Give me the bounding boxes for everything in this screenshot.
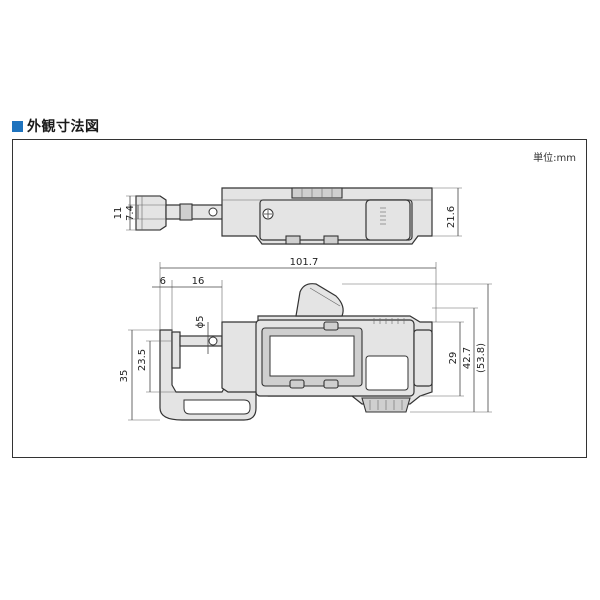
unit-label: 単位:mm [533,153,576,164]
dim-101-7: 101.7 [290,257,319,268]
dim-16: 16 [192,276,205,287]
dim-35: 35 [119,370,130,383]
dim-29: 29 [448,352,459,365]
drawing-frame [12,139,587,458]
dim-6: 6 [160,276,166,287]
dim-53-8: (53.8) [476,343,487,373]
dim-23-5: 23.5 [137,349,148,371]
dim-phi5: ϕ5 [195,316,206,329]
dim-42-7: 42.7 [462,347,473,369]
dim-11: 11 [113,207,124,220]
front-view: 101.7 6 16 ϕ5 35 23.5 29 42.7 (53.8) [119,257,492,421]
top-view: 11 7.4 21.6 [113,187,462,245]
section-heading: 外観寸法図 [12,117,100,135]
dim-7-4: 7.4 [125,205,136,221]
heading-title: 外観寸法図 [27,119,100,135]
dim-21-6: 21.6 [446,206,457,228]
heading-square-icon [12,120,23,132]
